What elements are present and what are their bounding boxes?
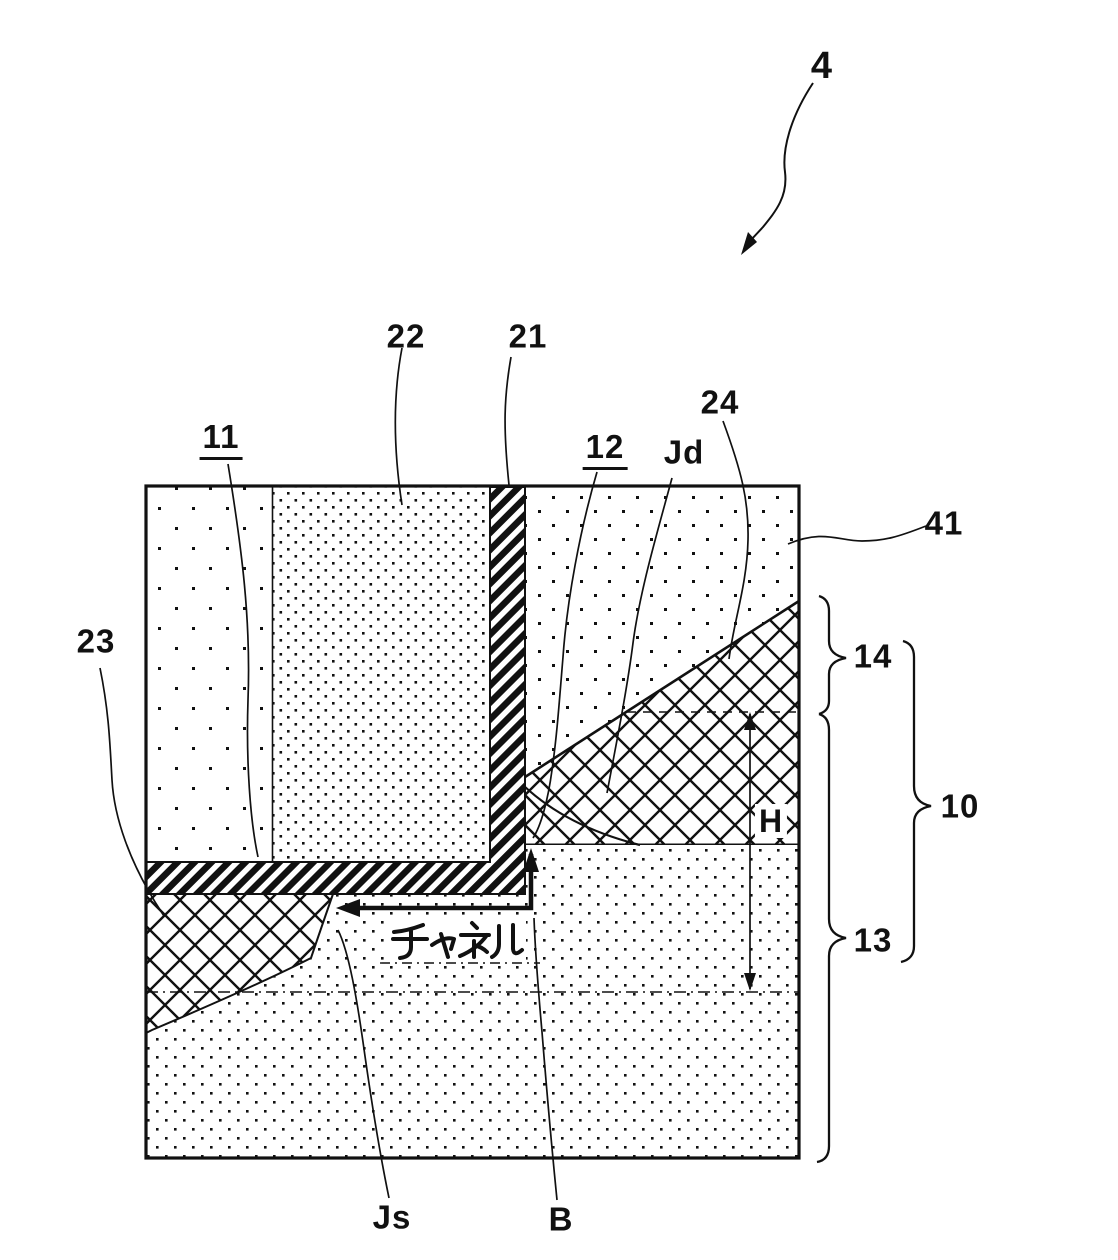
brace-13 xyxy=(816,712,847,1164)
leader-22 xyxy=(394,347,403,506)
source-region-23-crosshatch xyxy=(145,893,335,1035)
leader-11 xyxy=(227,463,259,858)
leader-41 xyxy=(787,525,927,545)
channel-label-glyphs xyxy=(386,917,526,961)
region-41-dotted xyxy=(525,487,799,777)
label-js: Js xyxy=(372,1198,412,1236)
label-14: 14 xyxy=(853,637,893,675)
brace-14 xyxy=(818,594,847,716)
leader-b xyxy=(533,917,558,1201)
leader-23 xyxy=(99,667,165,917)
film-22-region xyxy=(271,487,490,862)
substrate-outline xyxy=(144,484,801,1160)
brace-10 xyxy=(900,639,932,964)
figure-ref-arrow xyxy=(741,82,814,255)
leader-jd xyxy=(606,477,673,794)
leader-lines xyxy=(99,347,927,1201)
channel-label-text: チャネル xyxy=(389,920,523,960)
label-h: H xyxy=(754,804,788,838)
drain-junction-curve xyxy=(523,785,641,847)
label-b: B xyxy=(548,1200,574,1238)
label-21: 21 xyxy=(508,317,548,355)
label-12: 12 xyxy=(582,430,628,470)
right-braces xyxy=(816,594,932,1164)
label-figure-ref: 4 xyxy=(810,45,834,87)
label-10: 10 xyxy=(940,787,980,825)
label-13: 13 xyxy=(853,921,893,959)
leader-24 xyxy=(722,420,749,660)
channel-arrow xyxy=(336,848,539,917)
label-23: 23 xyxy=(76,622,116,660)
label-41: 41 xyxy=(924,504,964,542)
leader-21 xyxy=(504,356,512,486)
label-22: 22 xyxy=(386,317,426,355)
label-jd: Jd xyxy=(663,433,705,471)
leader-js xyxy=(337,929,390,1199)
label-24: 24 xyxy=(700,383,740,421)
label-11: 11 xyxy=(199,420,243,460)
leader-12 xyxy=(532,471,598,839)
layer-11-region xyxy=(146,487,272,862)
h-dimension-arrow xyxy=(744,712,756,991)
